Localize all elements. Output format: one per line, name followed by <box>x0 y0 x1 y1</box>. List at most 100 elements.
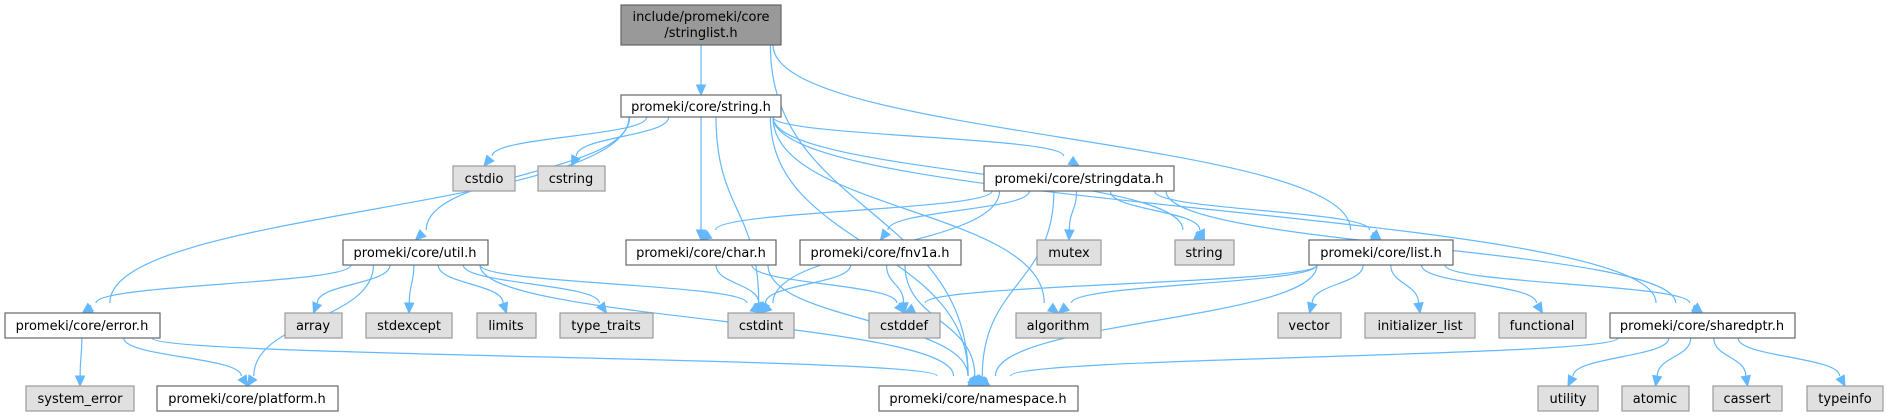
edge-util-to-cstdint <box>479 264 748 304</box>
node-system-error[interactable]: system_error <box>25 385 135 412</box>
edge-string_h-to-algorithm <box>772 116 1045 304</box>
edge-string_h-to-cstdio <box>491 116 648 157</box>
node-utility[interactable]: utility <box>1537 385 1599 412</box>
arrowhead-icon <box>1057 302 1071 314</box>
node-label: stdexcept <box>377 319 441 334</box>
edge-string_h-to-cstring <box>575 116 670 157</box>
node-fnv1a[interactable]: promeki/core/fnv1a.h <box>799 239 962 266</box>
node-initializer-list[interactable]: initializer_list <box>1364 312 1476 339</box>
arrowhead-icon <box>1835 374 1846 388</box>
node-label: vector <box>1288 319 1330 334</box>
node-algorithm[interactable]: algorithm <box>1015 312 1102 339</box>
node-util[interactable]: promeki/core/util.h <box>342 239 489 266</box>
edge-stringdata-to-mutex <box>1068 190 1078 231</box>
arrowhead-icon <box>237 374 249 388</box>
node-label: type_traits <box>571 319 641 334</box>
arrowhead-icon <box>898 302 909 315</box>
node-cstring[interactable]: cstring <box>537 165 606 192</box>
arrowhead-icon <box>1369 229 1382 241</box>
node-cstdint[interactable]: cstdint <box>727 312 795 339</box>
node-stringdata[interactable]: promeki/core/stringdata.h <box>983 165 1175 192</box>
arrowhead-icon <box>879 228 891 241</box>
arrowhead-icon <box>403 302 415 315</box>
edge-util-to-type_traits <box>462 264 600 304</box>
arrowhead-icon <box>1413 301 1424 315</box>
edge-list-to-functional <box>1420 264 1538 304</box>
edge-list-to-cstddef <box>924 264 1318 304</box>
node-error[interactable]: promeki/core/error.h <box>4 312 161 339</box>
edge-string_h-to-sharedptr <box>772 116 1657 304</box>
arrowhead-icon <box>1740 374 1751 388</box>
edge-sharedptr-to-namespace <box>1009 337 1619 377</box>
node-char[interactable]: promeki/core/char.h <box>625 239 777 266</box>
node-limits[interactable]: limits <box>476 312 537 339</box>
edge-sharedptr-to-cassert <box>1713 337 1747 377</box>
arrowhead-icon <box>246 374 258 388</box>
node-string[interactable]: string <box>1174 239 1235 266</box>
node-cassert[interactable]: cassert <box>1712 385 1783 412</box>
node-cstdio[interactable]: cstdio <box>452 165 516 192</box>
edge-stringdata-to-char <box>714 190 993 231</box>
node-functional[interactable]: functional <box>1498 312 1587 339</box>
node-label: promeki/core/sharedptr.h <box>1620 319 1784 334</box>
arrowhead-icon <box>969 374 980 388</box>
arrowhead-icon <box>1067 155 1081 167</box>
node-platform[interactable]: promeki/core/platform.h <box>156 385 339 412</box>
edge-char-to-namespace <box>767 264 969 377</box>
edge-string_h-to-error <box>109 116 630 304</box>
edge-stringdata-to-namespace <box>981 190 1055 377</box>
edge-sharedptr-to-typeinfo <box>1737 337 1841 377</box>
node-type-traits[interactable]: type_traits <box>559 312 654 339</box>
node-label: promeki/core/char.h <box>636 246 766 261</box>
node-list[interactable]: promeki/core/list.h <box>1308 239 1454 266</box>
node-label: promeki/core/namespace.h <box>889 392 1066 407</box>
arrowhead-icon <box>498 301 509 315</box>
arrowhead-icon <box>1567 374 1578 388</box>
edge-fnv1a-to-cstdint <box>764 264 852 304</box>
edge-util-to-error <box>95 264 352 304</box>
edge-list-to-initializer_list <box>1390 264 1420 304</box>
arrowhead-icon <box>1532 301 1544 315</box>
edge-string_h-to-string <box>772 116 1184 231</box>
node-label: string <box>1185 246 1222 261</box>
arrowhead-icon <box>1307 301 1318 315</box>
node-stringlist[interactable]: include/promeki/core /stringlist.h <box>620 4 782 46</box>
node-atomic[interactable]: atomic <box>1621 385 1690 412</box>
node-label: cstdio <box>465 172 504 187</box>
node-label: cstdint <box>739 319 783 334</box>
node-array[interactable]: array <box>284 312 343 339</box>
node-label: functional <box>1510 319 1575 334</box>
node-label: typeinfo <box>1818 392 1871 407</box>
arrowhead-icon <box>695 229 707 242</box>
arrowhead-icon <box>483 154 495 167</box>
node-cstddef[interactable]: cstddef <box>868 312 941 339</box>
node-string-h[interactable]: promeki/core/string.h <box>620 94 782 118</box>
node-label: cstring <box>549 172 593 187</box>
arrowhead-icon <box>81 302 95 314</box>
node-label: limits <box>488 319 524 334</box>
node-label: /stringlist.h <box>664 26 737 41</box>
node-label: promeki/core/list.h <box>1320 246 1441 261</box>
edge-error-to-namespace <box>151 337 938 377</box>
arrowhead-icon <box>1652 374 1663 388</box>
edge-stringlist-to-list <box>772 44 1352 231</box>
arrowhead-icon <box>596 301 608 314</box>
node-mutex[interactable]: mutex <box>1036 239 1102 266</box>
arrowhead-icon <box>74 375 86 388</box>
node-label: initializer_list <box>1377 319 1462 334</box>
node-label: include/promeki/core <box>632 10 769 25</box>
edge-sharedptr-to-atomic <box>1656 337 1692 377</box>
edge-char-to-cstddef <box>751 264 898 304</box>
edge-list-to-vector <box>1311 264 1364 304</box>
arrowhead-icon <box>1690 302 1704 314</box>
node-namespace[interactable]: promeki/core/namespace.h <box>878 385 1079 412</box>
node-sharedptr[interactable]: promeki/core/sharedptr.h <box>1609 312 1796 339</box>
node-label: atomic <box>1633 392 1677 407</box>
node-vector[interactable]: vector <box>1277 312 1342 339</box>
node-stdexcept[interactable]: stdexcept <box>365 312 453 339</box>
node-typeinfo[interactable]: typeinfo <box>1806 385 1884 412</box>
node-label: cassert <box>1723 392 1770 407</box>
edge-list-to-namespace <box>994 264 1318 377</box>
edge-util-to-namespace <box>479 264 955 377</box>
